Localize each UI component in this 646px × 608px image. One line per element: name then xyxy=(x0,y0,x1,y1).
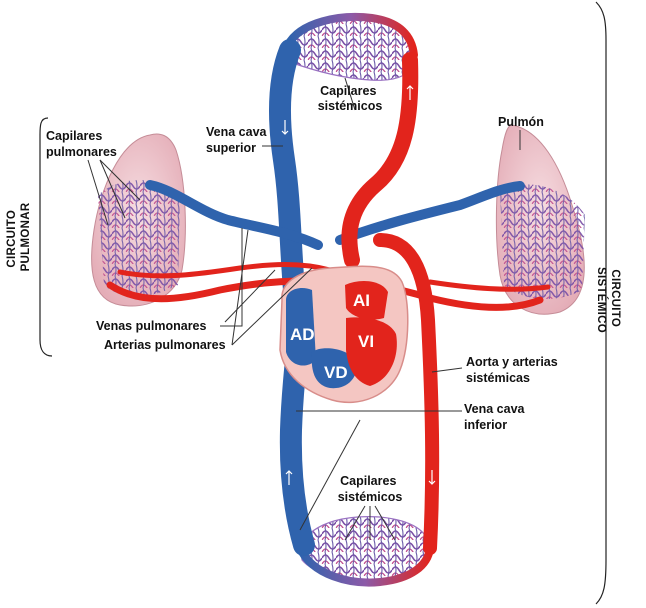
chamber-label-ad: AD xyxy=(290,325,315,344)
label-arterias-pulmonares: Arterias pulmonares xyxy=(104,338,226,352)
right-atrium xyxy=(286,288,316,366)
flow-arrows xyxy=(281,85,436,485)
label-capilares-sistemicos-top: Capilares sistémicos xyxy=(318,84,383,113)
arrow-aorta-down xyxy=(428,470,436,485)
label-capilares-pulmonares: Capilares pulmonares xyxy=(46,129,117,159)
left-lung xyxy=(91,133,186,307)
label-circuito-pulmonar: CIRCUITO PULMONAR xyxy=(6,202,32,271)
pulmonary-circuit-bracket xyxy=(39,117,53,357)
arrow-svc xyxy=(281,120,289,135)
bottom-systemic-capillaries xyxy=(296,516,434,587)
label-vena-cava-superior: Vena cava superior xyxy=(206,125,270,155)
leader-lines xyxy=(87,77,521,541)
left-atrium xyxy=(345,280,388,320)
label-aorta: Aorta y arterias sistémicas xyxy=(466,355,561,385)
heart: AD AI VI VD xyxy=(279,265,409,404)
right-ventricle xyxy=(311,348,357,389)
right-lung xyxy=(495,124,585,315)
arrow-aorta-up xyxy=(406,85,414,100)
label-circuito-sistemico: CIRCUITO SISTÉMICO xyxy=(595,267,621,333)
blue-vessels xyxy=(145,39,525,556)
systemic-circuit-bracket xyxy=(595,1,607,605)
top-systemic-capillaries xyxy=(284,13,418,81)
chamber-label-vd: VD xyxy=(324,363,348,382)
label-capilares-sistemicos-bottom: Capilares sistémicos xyxy=(338,474,403,504)
chamber-label-vi: VI xyxy=(358,332,374,351)
left-lung-capillaries xyxy=(98,180,180,297)
label-pulmon: Pulmón xyxy=(498,115,544,129)
label-venas-pulmonares: Venas pulmonares xyxy=(96,319,207,333)
right-lung-capillaries xyxy=(500,184,585,300)
left-ventricle xyxy=(346,317,397,386)
chamber-label-ai: AI xyxy=(353,291,370,310)
arrow-ivc xyxy=(285,470,293,485)
label-vena-cava-inferior: Vena cava inferior xyxy=(464,402,528,432)
